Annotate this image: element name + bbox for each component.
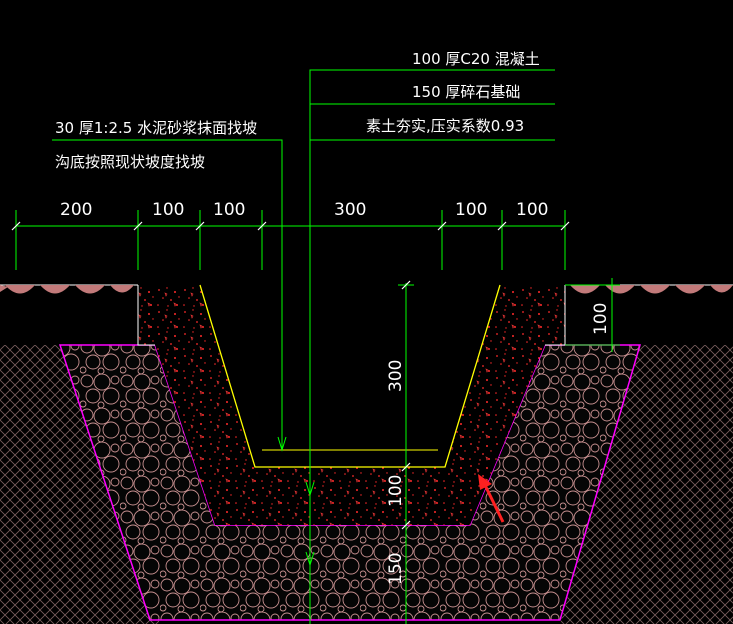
note-plaster: 30 厚1:2.5 水泥砂浆抹面找坡 <box>55 119 257 137</box>
dim-text-100: 100 <box>516 200 548 220</box>
horizontal-dimension <box>15 210 566 270</box>
dim-text-100: 100 <box>213 200 245 220</box>
soil-hatch <box>560 345 733 624</box>
dim-text-300-vertical: 300 <box>386 360 406 392</box>
dim-text-100-vertical: 100 <box>386 475 406 507</box>
leader-arrow-icon <box>305 551 315 567</box>
dim-text-300: 300 <box>334 200 366 220</box>
concrete-layer <box>138 285 565 525</box>
note-bottom-slope: 沟底按照现状坡度找坡 <box>55 153 205 171</box>
side-dimension <box>565 278 620 352</box>
note-soil: 素土夯实,压实系数0.93 <box>366 117 524 135</box>
dimension-ticks <box>11 221 570 231</box>
vertical-dimension-ticks <box>401 280 411 530</box>
dim-text-200: 200 <box>60 200 92 220</box>
left-note-leader <box>52 139 283 450</box>
red-arrow-icon <box>478 474 505 523</box>
dim-text-side-100: 100 <box>591 303 611 335</box>
note-gravel: 150 厚碎石基础 <box>412 83 520 101</box>
dim-text-150-vertical: 150 <box>386 553 406 585</box>
dim-text-100: 100 <box>455 200 487 220</box>
concrete-outline <box>137 285 155 346</box>
dim-text-100: 100 <box>152 200 184 220</box>
leader-arrow-icon <box>277 436 287 452</box>
trench-inner-outline <box>199 284 501 468</box>
soil-hatch <box>0 345 160 624</box>
top-note-leader <box>309 69 555 624</box>
ground-symbol <box>5 285 733 294</box>
note-concrete: 100 厚C20 混凝土 <box>412 50 540 68</box>
ground-symbol <box>0 285 8 292</box>
leader-arrow-icon <box>305 481 315 497</box>
